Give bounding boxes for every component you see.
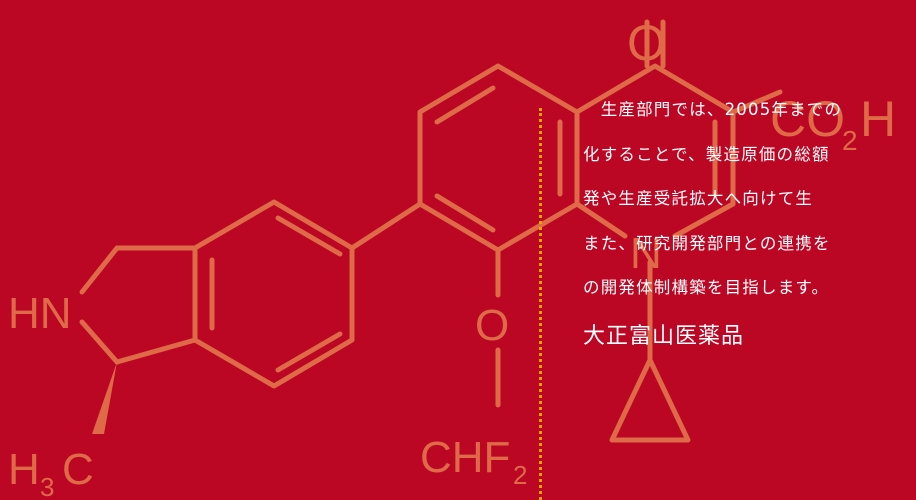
atom-chf-main: CHF — [420, 433, 510, 482]
atom-hn: HN — [8, 289, 72, 338]
bond-benzene-left — [192, 199, 355, 389]
paragraph-line: また、研究開発部門との連携を — [583, 233, 831, 253]
bond-benzene-right — [417, 63, 580, 253]
bond-wedge-methyl — [92, 362, 117, 434]
bond-cyclopropyl — [609, 357, 691, 443]
atom-co2h-h: H — [860, 91, 896, 147]
dotted-divider — [539, 108, 542, 500]
bond-benzene-left-inner3 — [275, 331, 343, 373]
bond-benzene-left-inner2 — [275, 215, 343, 257]
atom-h3c-subscript: 3 — [40, 472, 54, 500]
bond-ring5 — [114, 245, 198, 365]
bond-quinolone-n — [574, 201, 628, 239]
paragraph-line: 発や生産受託拡大へ向けて生 — [583, 189, 814, 208]
bond-ring5-nh — [79, 319, 120, 365]
bond-cooh — [730, 89, 783, 115]
atom-o-carbonyl: O — [627, 15, 666, 71]
paragraph-text: 生産部門では、2005年までの 化することで、製造原価の総額 発や生産受託拡大へ… — [583, 88, 916, 311]
bond-ring5-hn — [79, 245, 120, 295]
atom-chf-subscript: 2 — [513, 460, 527, 490]
bond-benzene-right-inner1 — [434, 85, 496, 125]
paragraph-line: の開発体制構築を目指します。 — [583, 278, 830, 297]
company-name: 大正富山医薬品 — [583, 324, 745, 349]
atom-o-ether: O — [475, 301, 509, 350]
bond-benzene-right-inner3 — [434, 193, 496, 233]
atom-n-quinolone: N — [630, 229, 662, 278]
bond-biaryl — [349, 201, 423, 251]
atom-co2h-co: CO — [770, 91, 845, 147]
bond-quinolone — [574, 63, 736, 207]
atom-co2h-subscript: 2 — [842, 125, 858, 156]
atom-h3c-c: C — [62, 445, 94, 494]
atom-h3c-h: H — [8, 445, 40, 494]
paragraph-line: 化することで、製造原価の総額 — [583, 144, 830, 164]
bond-quinolone-n2 — [672, 201, 736, 239]
paragraph-line: 生産部門では、2005年までの — [583, 100, 843, 119]
